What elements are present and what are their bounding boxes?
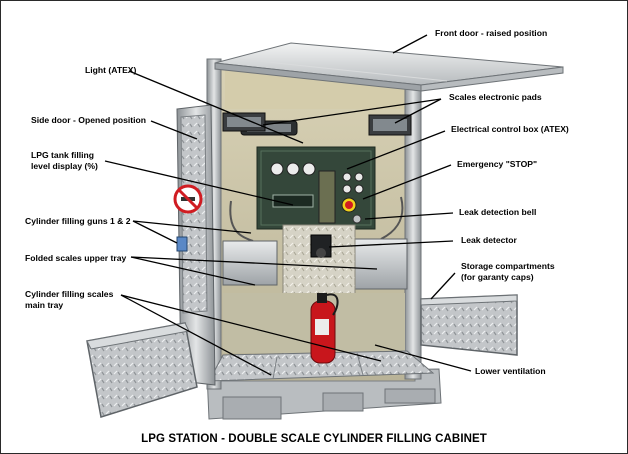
label-light: Light (ATEX) (85, 65, 137, 75)
label-emergency-stop: Emergency "STOP" (457, 159, 538, 169)
no-smoking-sign-icon (173, 184, 203, 214)
label-front-door: Front door - raised position (435, 28, 548, 38)
label-storage-line1: Storage compartments (461, 261, 555, 271)
figure-caption: LPG STATION - DOUBLE SCALE CYLINDER FILL… (141, 433, 487, 445)
label-side-door: Side door - Opened position (31, 115, 147, 125)
emergency-stop-icon (341, 197, 357, 213)
storage-door-right (420, 294, 518, 356)
label-tank-display-line2: level display (%) (31, 161, 98, 171)
label-main-tray-line1: Cylinder filling scales (25, 289, 114, 299)
label-tank-display-line1: LPG tank filling (31, 150, 95, 160)
label-lower-ventilation: Lower ventilation (475, 366, 546, 376)
label-leak-detector: Leak detector (461, 235, 517, 245)
label-control-box: Electrical control box (ATEX) (451, 124, 569, 134)
label-storage-line2: (for garanty caps) (461, 272, 534, 282)
label-folded-tray: Folded scales upper tray (25, 253, 127, 263)
side-door-opened (173, 104, 216, 386)
front-door-raised (214, 42, 564, 92)
cabinet-body (206, 58, 435, 390)
label-scales-pads: Scales electronic pads (449, 92, 542, 102)
leader-lines (104, 34, 472, 376)
label-main-tray-line2: main tray (25, 300, 64, 310)
storage-door-left (86, 322, 198, 418)
label-leak-bell: Leak detection bell (459, 207, 537, 217)
label-filling-guns: Cylinder filling guns 1 & 2 (25, 216, 131, 226)
